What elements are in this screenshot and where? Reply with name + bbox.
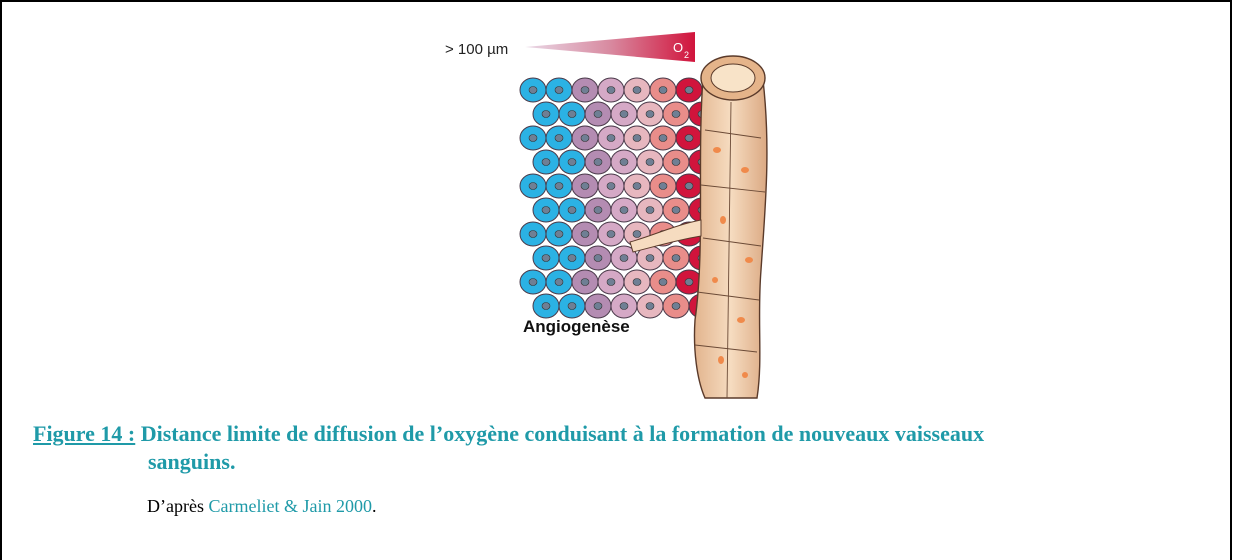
cell-nucleus — [646, 255, 654, 262]
cell-nucleus — [581, 135, 589, 142]
angiogenesis-label: Angiogenèse — [523, 317, 630, 336]
cell-nucleus — [555, 279, 563, 286]
cell-nucleus — [659, 135, 667, 142]
cell-nucleus — [646, 159, 654, 166]
cell-nucleus — [568, 207, 576, 214]
cell-nucleus — [542, 303, 550, 310]
cell-cluster — [520, 78, 715, 318]
cell-nucleus — [672, 303, 680, 310]
angiogenesis-illustration: > 100 µm O 2 Angiogenèse — [405, 20, 805, 400]
cell-nucleus — [685, 135, 693, 142]
cell-nucleus — [607, 87, 615, 94]
cell-nucleus — [620, 111, 628, 118]
cell-nucleus — [568, 159, 576, 166]
cell-nucleus — [594, 303, 602, 310]
cell-nucleus — [581, 231, 589, 238]
oxygen-subscript: 2 — [684, 50, 689, 60]
cell-nucleus — [672, 255, 680, 262]
cell-nucleus — [685, 183, 693, 190]
cell-nucleus — [659, 183, 667, 190]
cell-nucleus — [646, 303, 654, 310]
cell-nucleus — [555, 87, 563, 94]
cell-nucleus — [568, 303, 576, 310]
cell-nucleus — [646, 207, 654, 214]
cell-nucleus — [659, 87, 667, 94]
cell-nucleus — [529, 87, 537, 94]
cell-nucleus — [620, 303, 628, 310]
cell-nucleus — [607, 183, 615, 190]
figure-caption: Figure 14 : Distance limite de diffusion… — [33, 420, 1205, 476]
caption-text-line2: sanguins. — [33, 448, 1205, 476]
source-suffix: . — [372, 496, 377, 516]
cell-nucleus — [529, 231, 537, 238]
cell-nucleus — [555, 183, 563, 190]
cell-nucleus — [633, 87, 641, 94]
cell-nucleus — [542, 207, 550, 214]
cell-nucleus — [594, 255, 602, 262]
cell-nucleus — [542, 159, 550, 166]
cell-nucleus — [646, 111, 654, 118]
cell-nucleus — [581, 183, 589, 190]
cell-nucleus — [620, 159, 628, 166]
scale-label: > 100 µm — [445, 41, 508, 58]
cell-nucleus — [581, 279, 589, 286]
angiogenesis-figure: > 100 µm O 2 Angiogenèse — [405, 20, 805, 400]
cell-nucleus — [542, 255, 550, 262]
cell-nucleus — [555, 231, 563, 238]
cell-nucleus — [529, 135, 537, 142]
cell-nucleus — [672, 207, 680, 214]
cell-nucleus — [685, 279, 693, 286]
cell-nucleus — [633, 231, 641, 238]
cell-nucleus — [672, 111, 680, 118]
cell-nucleus — [659, 279, 667, 286]
cell-nucleus — [568, 111, 576, 118]
cell-nucleus — [607, 231, 615, 238]
cell-nucleus — [594, 207, 602, 214]
cell-nucleus — [633, 279, 641, 286]
cell-nucleus — [529, 183, 537, 190]
caption-text-line1: Distance limite de diffusion de l’oxygèn… — [141, 421, 984, 446]
cell-nucleus — [633, 135, 641, 142]
cell-nucleus — [685, 87, 693, 94]
figure-number: Figure 14 : — [33, 421, 135, 446]
cell-nucleus — [672, 159, 680, 166]
cell-nucleus — [581, 87, 589, 94]
source-prefix: D’après — [147, 496, 208, 516]
cell-nucleus — [620, 255, 628, 262]
cell-nucleus — [633, 183, 641, 190]
cell-nucleus — [594, 159, 602, 166]
cell-nucleus — [607, 279, 615, 286]
cell-nucleus — [607, 135, 615, 142]
cell-nucleus — [568, 255, 576, 262]
cell-nucleus — [555, 135, 563, 142]
cell-nucleus — [542, 111, 550, 118]
figure-source: D’après Carmeliet & Jain 2000. — [147, 496, 376, 517]
cell-nucleus — [594, 111, 602, 118]
source-reference-link[interactable]: Carmeliet & Jain 2000 — [208, 496, 371, 516]
cell-nucleus — [620, 207, 628, 214]
cell-nucleus — [529, 279, 537, 286]
oxygen-gradient-wedge — [525, 32, 695, 62]
oxygen-label: O — [673, 40, 683, 55]
